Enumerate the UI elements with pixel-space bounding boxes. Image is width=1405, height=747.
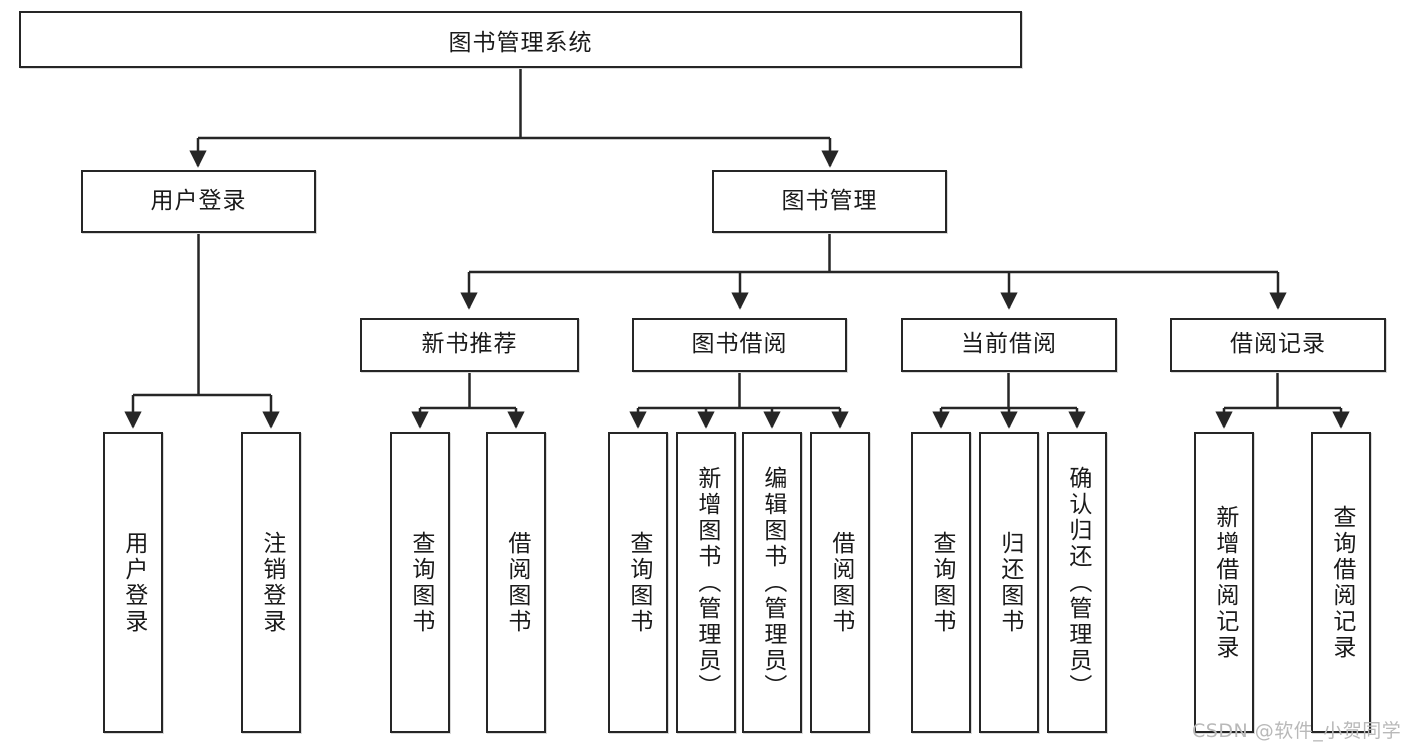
- node-book-borrow[interactable]: 图书借阅: [632, 318, 847, 372]
- node-borrow-record[interactable]: 借阅记录: [1170, 318, 1386, 372]
- leaf-borrow-edit-book-admin[interactable]: 编辑图书（管理员）: [742, 432, 802, 733]
- leaf-new-book-query[interactable]: 查询图书: [390, 432, 450, 733]
- leaf-current-query-book[interactable]: 查询图书: [911, 432, 971, 733]
- node-user-login[interactable]: 用户登录: [81, 170, 316, 233]
- leaf-record-add-record[interactable]: 新增借阅记录: [1194, 432, 1254, 733]
- node-current-borrow[interactable]: 当前借阅: [901, 318, 1117, 372]
- leaf-user-login-signout[interactable]: 注销登录: [241, 432, 301, 733]
- leaf-new-book-borrow[interactable]: 借阅图书: [486, 432, 546, 733]
- leaf-borrow-query-book[interactable]: 查询图书: [608, 432, 668, 733]
- leaf-current-confirm-return-admin[interactable]: 确认归还（管理员）: [1047, 432, 1107, 733]
- leaf-user-login-signin[interactable]: 用户登录: [103, 432, 163, 733]
- node-book-management[interactable]: 图书管理: [712, 170, 947, 233]
- leaf-borrow-borrow-book[interactable]: 借阅图书: [810, 432, 870, 733]
- node-new-book-recommend[interactable]: 新书推荐: [360, 318, 579, 372]
- leaf-record-query-record[interactable]: 查询借阅记录: [1311, 432, 1371, 733]
- leaf-borrow-add-book-admin[interactable]: 新增图书（管理员）: [676, 432, 736, 733]
- leaf-current-return-book[interactable]: 归还图书: [979, 432, 1039, 733]
- watermark-text: CSDN @软件_小贺同学: [1192, 720, 1402, 742]
- node-root-system[interactable]: 图书管理系统: [19, 11, 1022, 68]
